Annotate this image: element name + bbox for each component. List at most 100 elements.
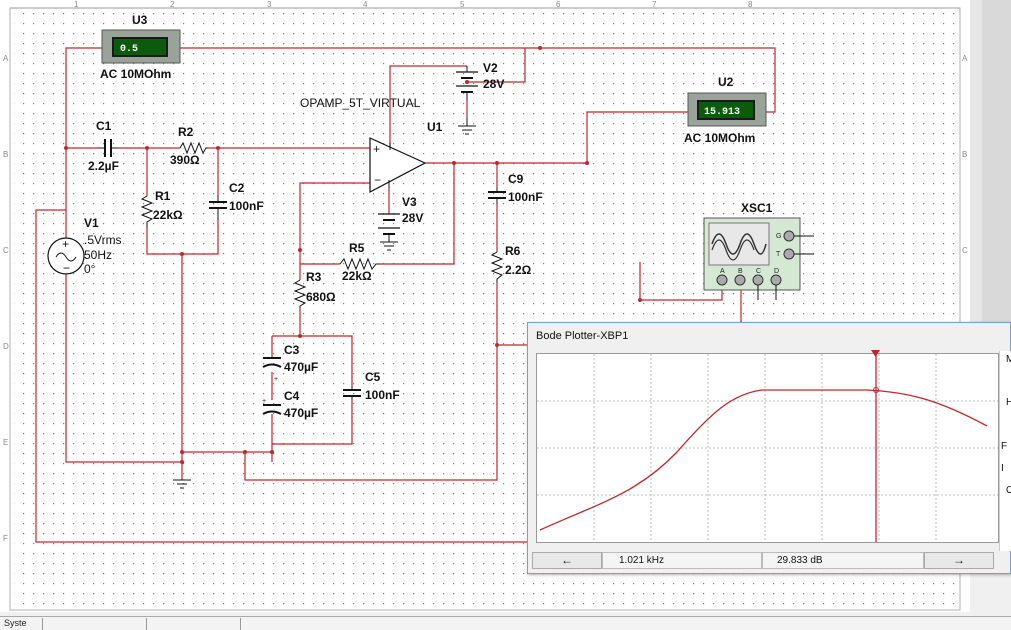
svg-text:C1: C1 [96,119,112,133]
svg-text:+: + [62,237,69,251]
cursor-right-button[interactable]: → [924,552,994,569]
svg-text:28V: 28V [402,211,423,225]
ac-source-v1[interactable]: V1 .5Vrms 50Hz 0° + − [47,216,122,276]
svg-text:R5: R5 [349,241,365,255]
svg-text:+: + [262,398,266,405]
svg-text:U2: U2 [718,75,734,89]
svg-text:2: 2 [170,0,175,9]
svg-text:2.2µF: 2.2µF [88,159,119,173]
svg-text:−: − [63,261,70,275]
svg-text:C9: C9 [508,172,524,186]
wires [35,47,776,543]
svg-text:470µF: 470µF [284,360,318,374]
svg-text:22kΩ: 22kΩ [342,269,372,283]
svg-text:C4: C4 [284,389,300,403]
bode-plotter-window[interactable]: Bode Plotter-XBP1 M H F I [527,322,1011,574]
svg-text:U1: U1 [427,120,443,134]
tab-second[interactable] [44,618,147,630]
cursor-marker-icon[interactable] [871,350,881,358]
capacitor-c9[interactable]: C9 100nF [488,172,543,204]
resistor-r1[interactable]: R1 22kΩ [140,189,183,228]
magnitude-curve [539,389,988,531]
svg-text:100nF: 100nF [229,199,264,213]
svg-text:+: + [274,376,278,383]
svg-text:R3: R3 [306,270,322,284]
svg-text:V1: V1 [84,216,99,230]
voltmeter-u2[interactable]: U2 15.913 AC 10MOhm [684,75,767,145]
resistor-r6[interactable]: R6 2.2Ω [490,244,532,283]
tab-third[interactable] [148,618,241,630]
svg-text:G: G [776,233,781,240]
capacitor-c1[interactable]: C1 2.2µF [88,119,119,173]
opamp-u1[interactable]: OPAMP_5T_VIRTUAL U1 + − [300,96,443,193]
svg-text:A: A [720,268,725,275]
svg-text:A: A [962,54,968,63]
frequency-readout: 1.021 kHz [602,552,762,569]
magnitude-readout: 29.833 dB [762,552,924,569]
svg-text:AC 10MOhm: AC 10MOhm [684,131,755,145]
svg-text:C3: C3 [284,343,300,357]
cursor-left-button[interactable]: ← [532,552,602,569]
svg-text:0.5: 0.5 [120,44,138,55]
svg-text:V2: V2 [483,61,498,75]
svg-text:3: 3 [267,0,272,9]
oscilloscope-xsc1[interactable]: XSC1 G T A B C D [703,201,814,300]
svg-text:XSC1: XSC1 [741,201,773,215]
mode-label: M [1006,354,1011,365]
svg-text:R6: R6 [505,244,521,258]
initial-label: I [1001,463,1004,474]
ruler-rows: A B C D E F A B C [3,54,968,543]
svg-text:C: C [756,268,761,275]
capacitor-c2[interactable]: C2 100nF [209,181,264,220]
battery-v3[interactable]: V3 28V [378,195,423,251]
bode-graph [537,354,998,542]
svg-text:2.2Ω: 2.2Ω [505,263,532,277]
svg-text:0°: 0° [84,262,96,276]
resistor-r5[interactable]: R5 22kΩ [339,241,380,283]
svg-text:1: 1 [74,0,79,9]
voltmeter-u3[interactable]: U3 0.5 AC 10MOhm [100,13,181,81]
svg-text:C: C [3,246,9,255]
svg-text:T: T [776,251,781,258]
tab-design[interactable]: Syste [2,618,43,630]
output-label: O [1006,485,1011,496]
bode-plot-area[interactable] [536,353,999,543]
svg-text:4: 4 [363,0,368,9]
svg-text:A: A [3,54,9,63]
capacitor-c5[interactable]: C5 100nF [343,370,400,402]
capacitor-c4[interactable]: C4 470µF + [262,389,318,420]
svg-text:28V: 28V [483,77,504,91]
svg-text:7: 7 [652,0,657,9]
svg-text:+: + [373,142,380,156]
bode-window-title: Bode Plotter-XBP1 [536,330,629,342]
svg-text:D: D [774,268,779,275]
junctions [64,46,642,464]
svg-text:5: 5 [460,0,465,9]
resistor-r3[interactable]: R3 680Ω [293,270,336,308]
capacitor-c3[interactable]: C3 470µF + [262,343,318,383]
svg-text:D: D [3,342,9,351]
svg-text:OPAMP_5T_VIRTUAL: OPAMP_5T_VIRTUAL [300,96,421,110]
svg-text:50Hz: 50Hz [84,248,112,262]
ground-symbol-2 [173,479,191,489]
svg-text:R2: R2 [178,125,194,139]
ground-symbol [458,118,476,135]
svg-text:C: C [962,246,968,255]
svg-text:−: − [374,173,381,187]
svg-text:F: F [3,534,8,543]
svg-text:100nF: 100nF [365,388,400,402]
resistor-r2[interactable]: R2 390Ω [170,125,208,167]
svg-text:AC 10MOhm: AC 10MOhm [100,67,171,81]
svg-text:22kΩ: 22kΩ [153,208,183,222]
bode-control-panel: M H F I O [999,351,1011,551]
svg-text:R1: R1 [155,189,171,203]
svg-text:470µF: 470µF [284,406,318,420]
svg-text:B: B [738,268,743,275]
svg-text:15.913: 15.913 [704,107,740,118]
svg-text:8: 8 [748,0,753,9]
final-label: F [1001,441,1008,452]
battery-v2[interactable]: V2 28V [456,61,504,100]
horizontal-label: H [1006,397,1011,408]
svg-text:C5: C5 [365,370,381,384]
